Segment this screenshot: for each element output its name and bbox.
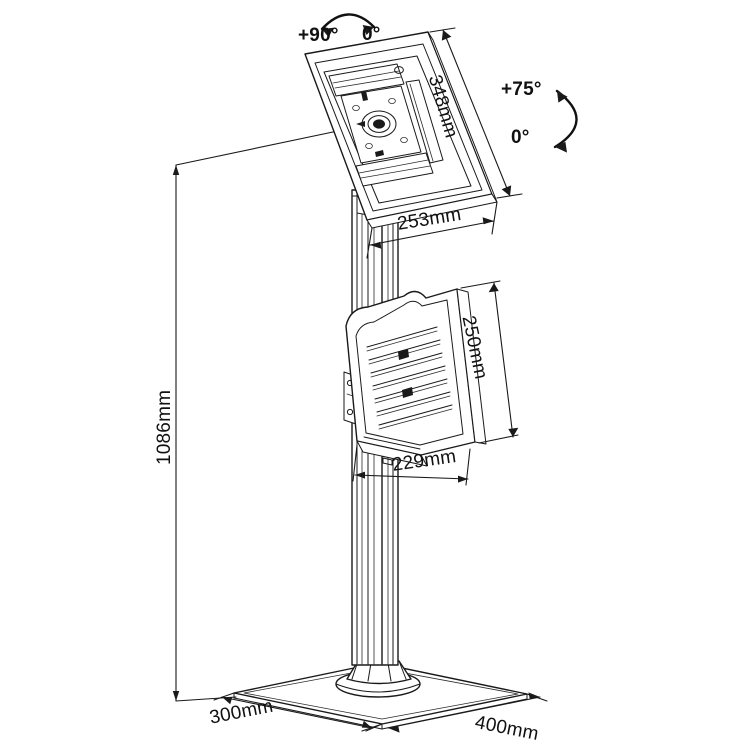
rotation-arc-indicator [320, 13, 376, 38]
dimension-total-height [172, 127, 353, 702]
rotation-min-angle-label: 0° [362, 24, 381, 45]
dimension-tray-width [352, 444, 471, 486]
upper-retaining-bar [328, 63, 405, 97]
total-height-dimension-label: 1086mm [154, 389, 175, 465]
dimension-head-width [366, 201, 498, 259]
tilt-arc-indicator [553, 89, 578, 153]
document-tray [345, 288, 487, 467]
tablet-enclosure [304, 31, 498, 229]
lower-retaining-bar [355, 152, 434, 187]
dimension-base-width [365, 692, 548, 733]
dimension-tray-height [460, 280, 519, 444]
tilt-min-angle-label: 0° [511, 127, 530, 148]
tray-slats [366, 326, 453, 430]
side-rail [405, 79, 444, 164]
tilt-max-angle-label: +75° [501, 79, 542, 100]
vesa-plate [340, 85, 422, 164]
dimension-head-height [429, 27, 523, 199]
column-foot [335, 660, 421, 698]
dimension-base-depth [213, 692, 383, 732]
rotation-max-angle-label: +90° [298, 25, 339, 46]
